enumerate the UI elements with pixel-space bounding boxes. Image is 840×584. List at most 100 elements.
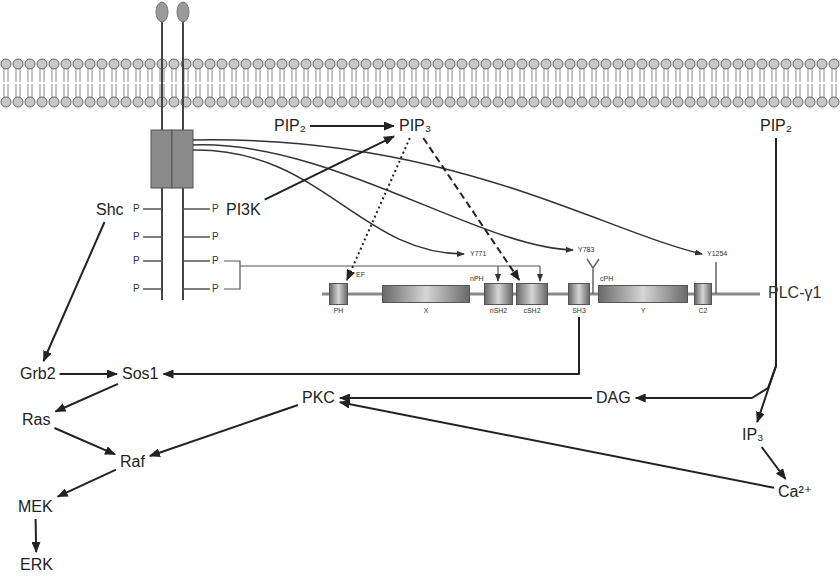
phospho-tick [183, 236, 210, 238]
bracket-arrow [539, 266, 540, 281]
phospho-tick [143, 260, 162, 262]
domain-box [598, 285, 688, 303]
node-text: Raf [120, 453, 145, 470]
domain-box [382, 285, 470, 303]
node-text: PKC [302, 389, 335, 406]
dashed-connector [347, 138, 410, 280]
node-text: ERK [20, 556, 53, 573]
arrow-connector [60, 373, 117, 375]
arrow-connector [340, 397, 592, 399]
arrow-connector [35, 519, 38, 552]
node-text: Ca²⁺ [778, 483, 812, 500]
phospho-mark: P [212, 231, 219, 243]
node-text: PIP₃ [399, 117, 431, 134]
protein-label: Sos1 [120, 364, 160, 384]
bracket [224, 261, 240, 289]
bracket-arrow [497, 266, 498, 281]
phospho-tick [143, 288, 162, 290]
domain-label: cPH [600, 275, 613, 283]
node-text: IP₃ [742, 426, 764, 443]
domain-name: SH3 [572, 307, 586, 315]
receptor-kinase-domain [151, 130, 172, 188]
domain-node: PH [329, 283, 348, 315]
phosphorylation-arrow [193, 150, 464, 254]
receptor-kinase-domain [172, 130, 193, 188]
arrow-connector [340, 402, 774, 488]
protein-label: Shc [94, 200, 126, 220]
domain-box [568, 283, 590, 305]
receptor-ligand-domain [177, 2, 189, 22]
tyrosine-marker [715, 262, 717, 294]
lipid-label: PIP₂ [272, 116, 308, 136]
domain-box [484, 283, 513, 305]
arrow-connector [636, 138, 776, 398]
protein-label: MEK [16, 497, 55, 517]
domain-name: C2 [699, 307, 708, 315]
phospho-tick [143, 208, 162, 210]
domain-node: Y [598, 285, 688, 315]
domain-name: Y [641, 307, 646, 315]
messenger-label: IP₃ [740, 425, 766, 445]
residue-label: Y1254 [707, 250, 727, 258]
domain-node: X [382, 285, 470, 315]
domain-node: cSH2 [516, 283, 548, 315]
phospho-tick [143, 236, 162, 238]
protein-label: Ras [20, 410, 52, 430]
arrow-connector [55, 428, 116, 454]
domain-name: nSH2 [490, 307, 508, 315]
node-text: Shc [96, 201, 124, 218]
protein-label: PI3K [224, 200, 263, 220]
arrow-connector [310, 125, 394, 127]
domain-name: X [424, 307, 429, 315]
phospho-mark: P [133, 231, 140, 243]
node-text: PIP₂ [760, 117, 792, 134]
cell-membrane [0, 58, 840, 108]
arrow-connector [44, 222, 105, 361]
messenger-label: DAG [594, 388, 633, 408]
phospho-mark: P [133, 255, 140, 267]
protein-label: Grb2 [18, 364, 58, 384]
phospho-mark: P [212, 255, 219, 267]
node-text: Sos1 [122, 365, 158, 382]
domain-node: SH3 [568, 283, 590, 315]
domain-node: nSH2 [484, 283, 513, 315]
domain-node: C2 [694, 283, 712, 315]
domain-name: PH [334, 307, 344, 315]
arrow-connector [164, 317, 580, 374]
node-text: MEK [18, 498, 53, 515]
phospho-tick [183, 260, 210, 262]
node-text: PI3K [226, 201, 261, 218]
domain-box [516, 283, 548, 305]
bracket-line [240, 265, 540, 266]
node-text: DAG [596, 389, 631, 406]
protein-label: PKC [300, 388, 337, 408]
protein-label: Raf [118, 452, 147, 472]
phospho-mark: P [212, 203, 219, 215]
residue-label: Y771 [470, 250, 486, 258]
dashed-connector [423, 138, 519, 280]
domain-box [329, 283, 348, 305]
protein-label: ERK [18, 555, 55, 575]
receptor-ligand-domain [156, 2, 168, 22]
protein-label: PLC-γ1 [768, 284, 821, 302]
domain-label: nPH [470, 275, 484, 283]
lipid-label: PIP₃ [397, 116, 433, 136]
phospho-mark: P [212, 283, 219, 295]
node-text: Grb2 [20, 365, 56, 382]
phospho-mark: P [133, 283, 140, 295]
arrow-connector [762, 447, 786, 479]
node-text: Ras [22, 411, 50, 428]
phospho-mark: P [133, 203, 140, 215]
domain-label: EF [356, 271, 365, 279]
node-text: PIP₂ [274, 117, 306, 134]
arrow-connector [58, 470, 116, 497]
arrow-connector [265, 136, 394, 199]
phospho-tick [183, 288, 210, 290]
arrow-connector [56, 384, 119, 412]
lipid-label: PIP₂ [758, 116, 794, 136]
domain-name: cSH2 [523, 307, 540, 315]
arrow-connector [150, 405, 298, 456]
domain-box [694, 283, 712, 305]
phospho-tick [183, 208, 210, 210]
